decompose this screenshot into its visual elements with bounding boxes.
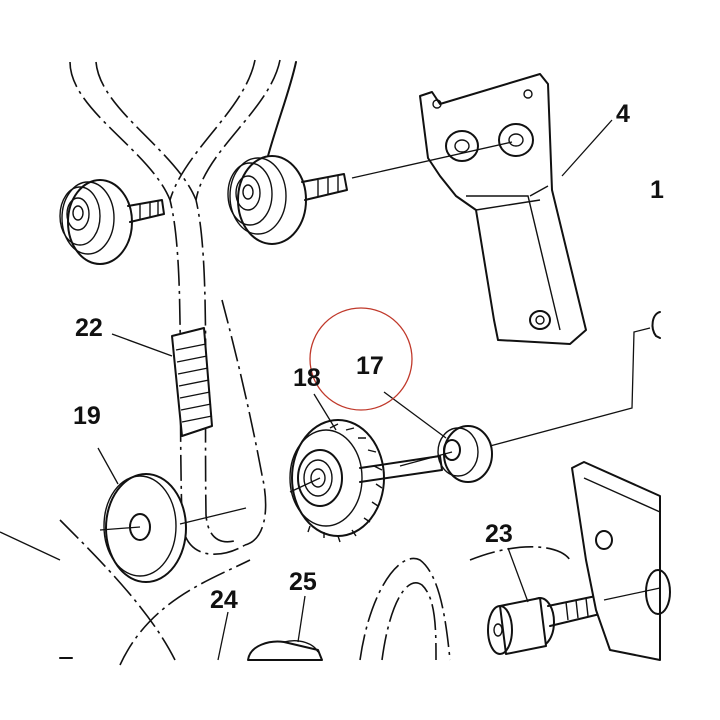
assembly-lines — [0, 141, 661, 601]
mounting-bracket — [419, 73, 587, 345]
partial-part-right — [651, 311, 661, 339]
callout-19: 19 — [73, 402, 101, 430]
leader-lines — [97, 119, 613, 661]
pulley-25 — [247, 640, 323, 661]
lower-right-housing — [571, 461, 671, 661]
callout-18: 18 — [293, 364, 321, 392]
callout-23: 23 — [485, 520, 513, 548]
callout-1: 1 — [650, 176, 664, 204]
sprocket-18 — [289, 419, 443, 543]
bolt-23 — [487, 595, 601, 655]
callout-24: 24 — [210, 586, 238, 614]
highlight-circle — [309, 307, 413, 411]
timing-belt — [59, 59, 571, 666]
callout-4: 4 — [616, 100, 630, 128]
callout-17: 17 — [356, 352, 384, 380]
callout-22: 22 — [75, 314, 103, 342]
belt-segment-22 — [171, 327, 213, 437]
washer-19 — [103, 473, 187, 583]
idler-pulley-left — [59, 179, 165, 265]
idler-pulley-upper — [227, 61, 348, 245]
callout-25: 25 — [289, 568, 317, 596]
spacer-17 — [437, 425, 493, 483]
